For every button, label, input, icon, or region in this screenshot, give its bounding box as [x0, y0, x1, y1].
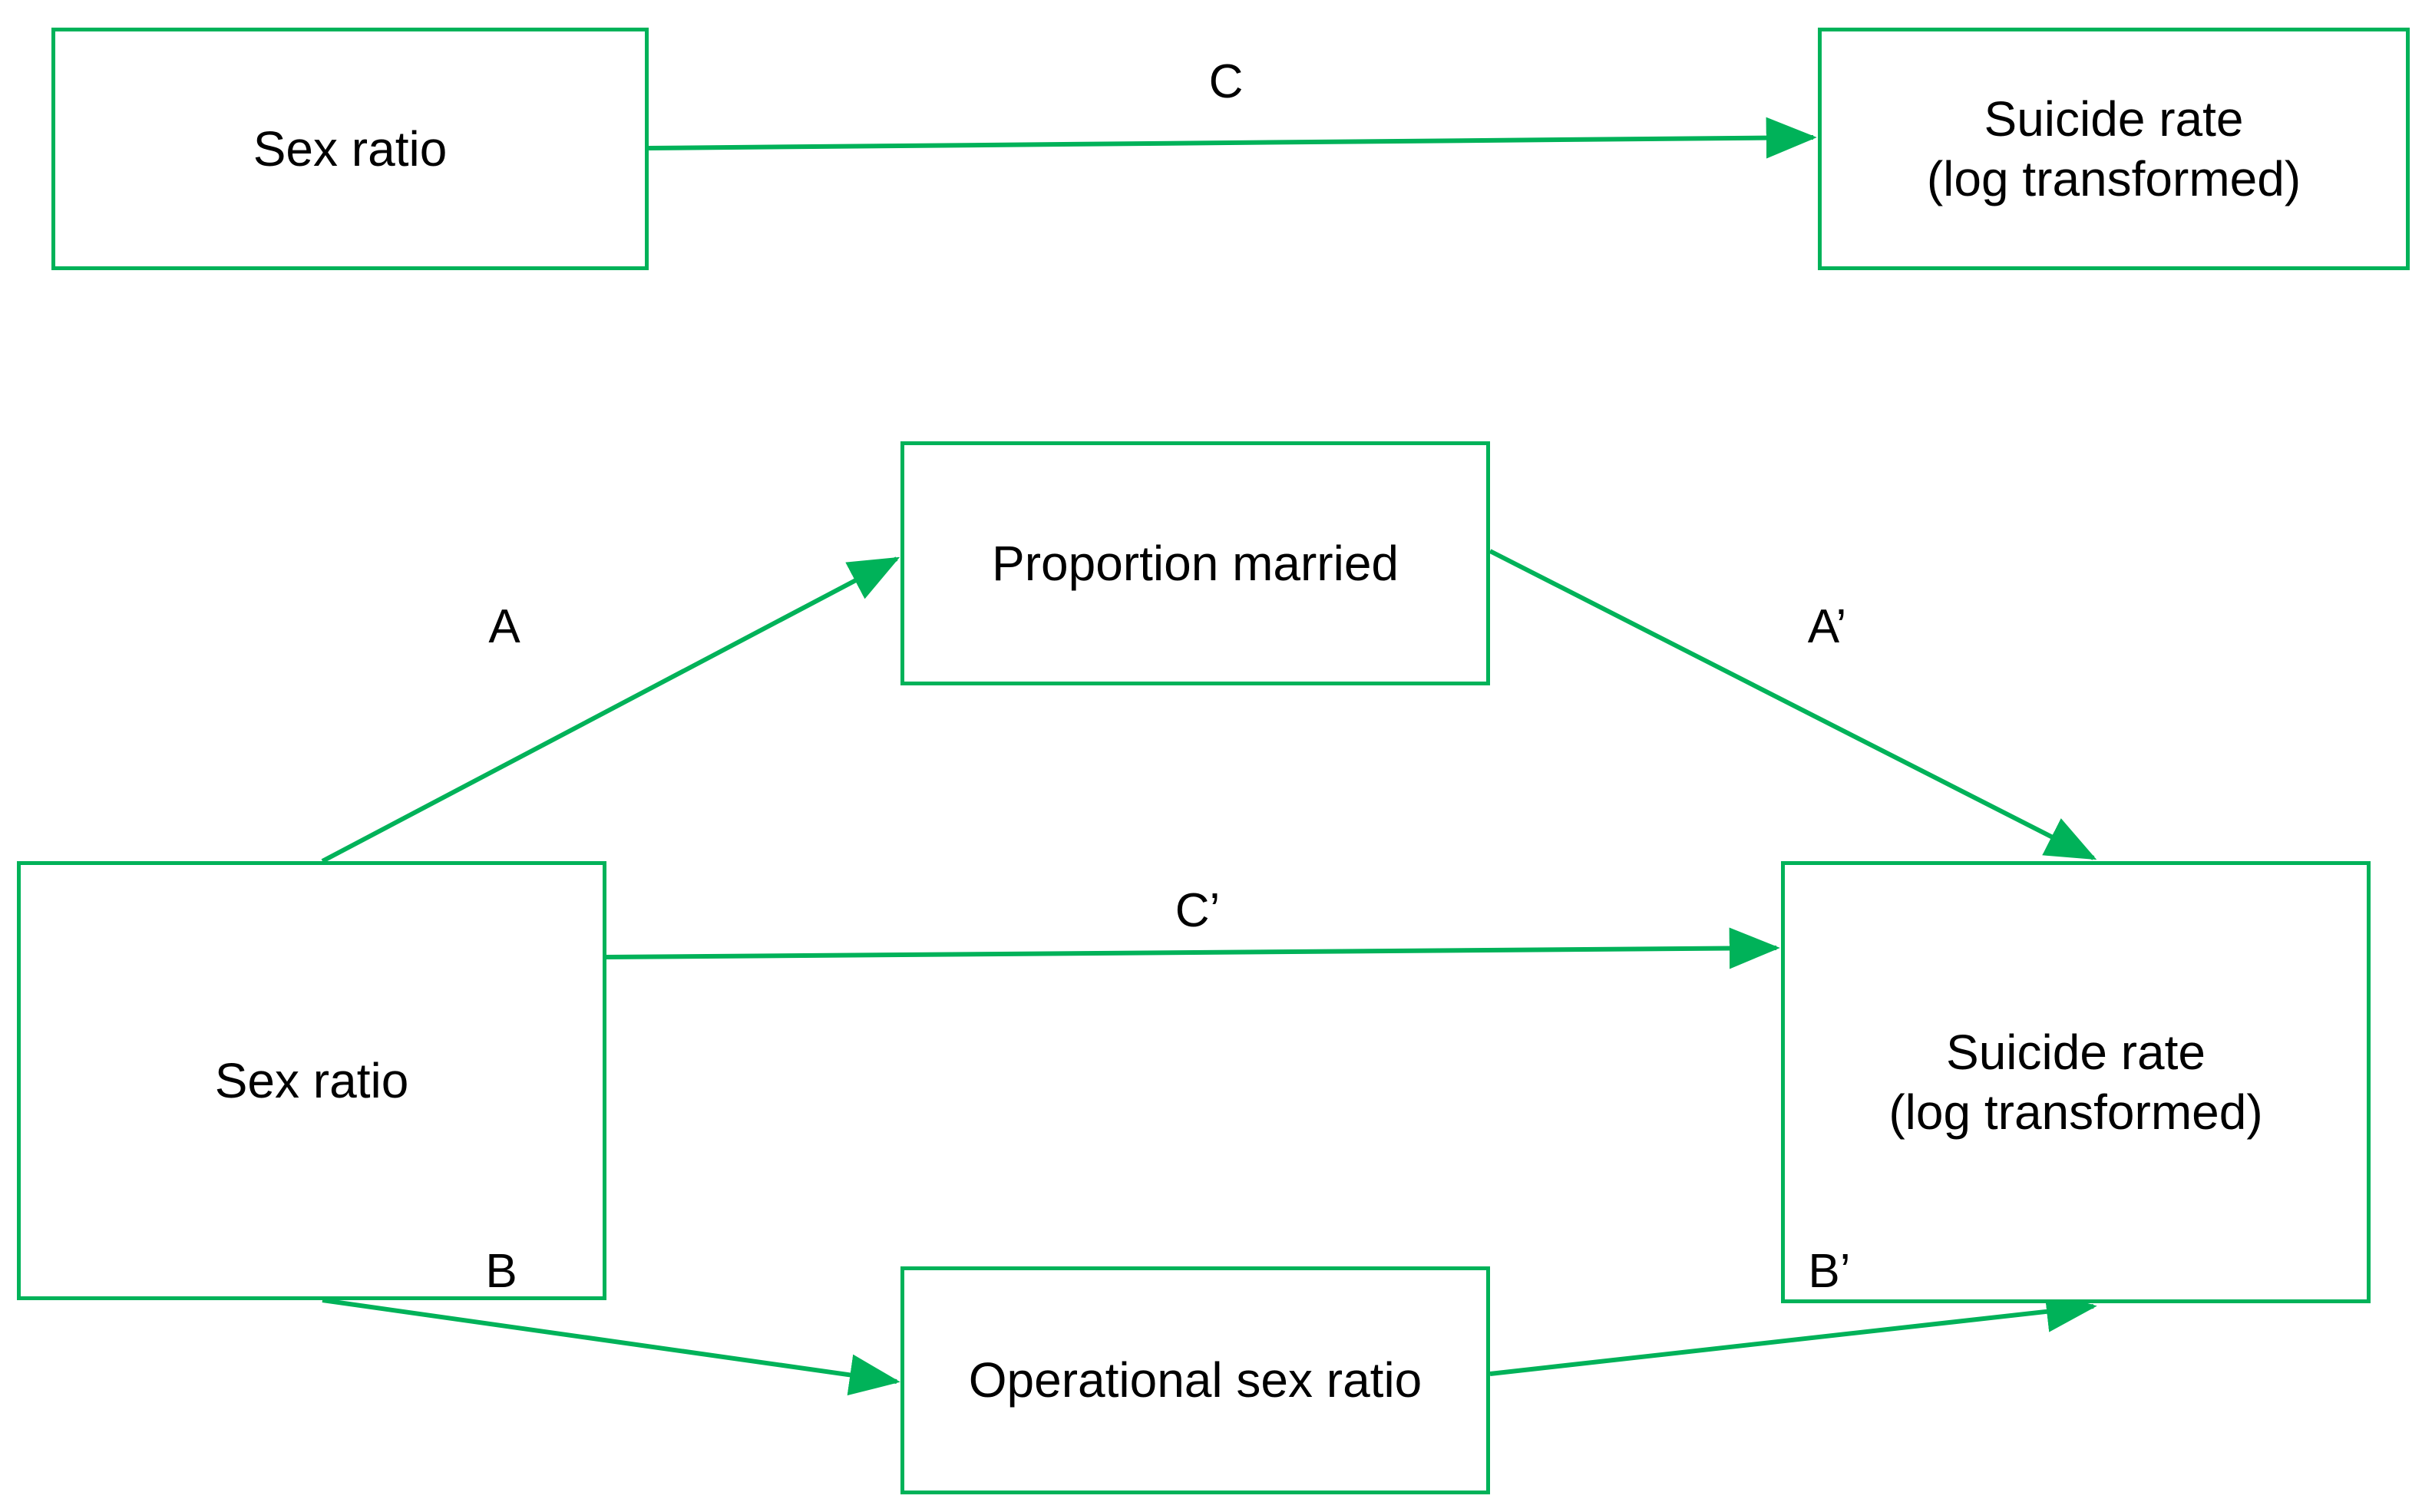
node-operational-sex-ratio[interactable]: Operational sex ratio: [900, 1266, 1490, 1494]
node-operational-sex-ratio-label: Operational sex ratio: [968, 1352, 1422, 1408]
edge-c-line: [648, 117, 1817, 159]
node-mid-sex-ratio[interactable]: Sex ratio: [17, 861, 606, 1300]
node-mid-suicide-rate-label: Suicide rate (log transformed): [1888, 1024, 2263, 1140]
path-label-c: C: [1208, 55, 1244, 108]
node-top-suicide-rate[interactable]: Suicide rate (log transformed): [1818, 28, 2410, 270]
path-label-a: A: [488, 600, 520, 653]
path-label-b-prime: B’: [1808, 1245, 1851, 1298]
node-top-sex-ratio[interactable]: Sex ratio: [51, 28, 649, 270]
path-label-b: B: [485, 1245, 517, 1298]
edge-a-line: [321, 556, 900, 863]
path-label-a-prime: A’: [1807, 600, 1847, 653]
node-top-suicide-rate-label: Suicide rate (log transformed): [1926, 91, 2301, 206]
path-label-c-prime: C’: [1175, 884, 1221, 937]
node-mid-sex-ratio-label: Sex ratio: [214, 1052, 409, 1108]
edge-a-prime-line: [1489, 549, 2097, 860]
node-mid-suicide-rate[interactable]: Suicide rate (log transformed): [1781, 861, 2371, 1303]
node-top-sex-ratio-label: Sex ratio: [253, 120, 448, 177]
node-proportion-married[interactable]: Proportion married: [900, 441, 1490, 685]
node-proportion-married-label: Proportion married: [992, 535, 1399, 591]
edge-b-line: [322, 1298, 900, 1396]
edge-b-prime-line: [1489, 1290, 2097, 1376]
edge-c-prime-line: [606, 927, 1780, 969]
